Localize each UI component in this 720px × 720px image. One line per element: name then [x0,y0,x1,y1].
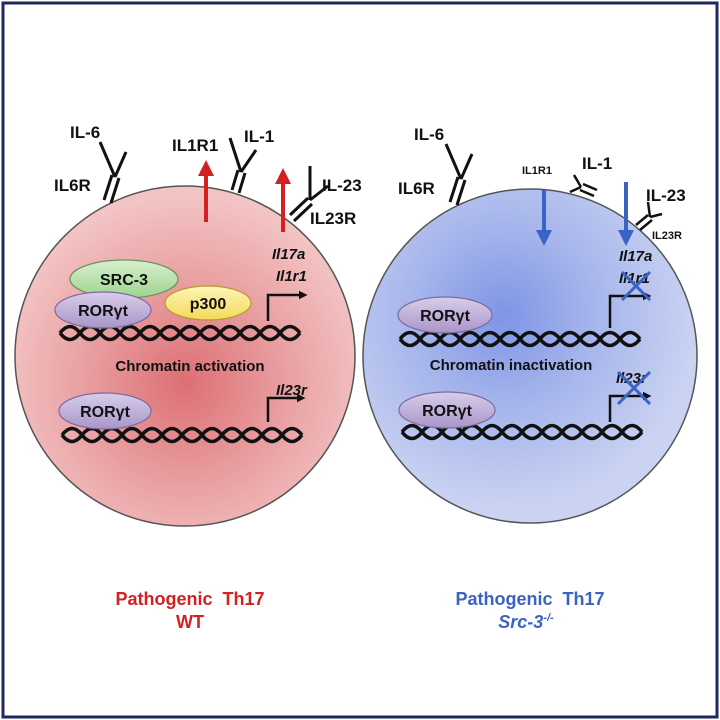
left-gene-il1r1: Il1r1 [276,268,307,285]
left-p300-label: p300 [190,296,227,313]
right-gene-il1r1: Il1r1 [619,270,650,287]
right-caption-genotype-name: Src-3 [498,612,543,632]
left-promoter-arrow-top [266,290,308,321]
right-cross-il1r1 [620,270,652,302]
left-dna-top [58,324,302,342]
right-chromatin-label: Chromatin inactivation [430,357,593,374]
left-cell-body [14,185,356,527]
right-rorgt-bottom-label: RORγt [422,403,472,420]
left-p300-protein [164,285,252,321]
left-rorgt-top-label: RORγt [78,303,128,320]
left-il6r-label: IL6R [54,176,91,195]
right-cell: IL-6 IL6R IL1R1 IL-1 IL-23 IL23R Il17a I… [362,125,698,524]
left-gene-il23r: Il23r [276,382,308,399]
left-il6-label: IL-6 [70,123,100,142]
left-il23-label: IL-23 [322,176,362,195]
left-chromatin-label: Chromatin activation [115,358,264,375]
right-il1r1-label: IL1R1 [522,165,552,177]
left-il1r1-label: IL1R1 [172,136,218,155]
right-dna-bottom [400,423,644,441]
right-il23r-receptor [635,201,663,231]
left-il23r-label: IL23R [310,209,356,228]
left-il6r-receptor [98,141,128,204]
right-il6r-receptor [444,143,474,206]
right-il6r-label: IL6R [398,179,435,198]
right-il23-label: IL-23 [646,186,686,205]
right-il6-label: IL-6 [414,125,444,144]
right-il1-receptor [569,174,598,198]
left-promoter-arrow-bottom [266,393,306,422]
right-cross-il23r [616,370,652,406]
right-gene-il17a: Il17a [619,248,652,265]
left-caption-genotype: WT [176,612,204,632]
right-promoter-arrow-top [608,291,652,328]
left-il1-label: IL-1 [244,127,274,146]
right-rorgt-top-label: RORγt [420,308,470,325]
left-cell: IL-6 IL6R IL1R1 IL-1 IL-23 IL23R Il17a I… [14,123,362,527]
left-caption-title: Pathogenic Th17 [115,589,264,609]
left-gene-il17a: Il17a [272,246,305,263]
right-caption-title: Pathogenic Th17 [455,589,604,609]
right-caption-genotype: Src-3-/- [498,612,554,632]
left-il1-receptor [228,137,258,194]
left-rorgt-bottom-label: RORγt [80,404,130,421]
right-rorgt-bottom-protein [398,391,496,429]
right-il1-label: IL-1 [582,154,612,173]
left-src3-label: SRC-3 [100,272,148,289]
right-il23r-label: IL23R [652,230,682,242]
left-rorgt-bottom-protein [58,392,152,430]
left-il23r-receptor [288,166,329,223]
right-dna-top [398,330,642,348]
left-dna-bottom [60,426,304,444]
left-rorgt-top-protein [54,291,152,329]
right-promoter-arrow-bottom [608,391,652,422]
right-caption-superscript: -/- [543,612,554,624]
right-rorgt-top-protein [397,296,493,334]
right-cell-body [362,188,698,524]
